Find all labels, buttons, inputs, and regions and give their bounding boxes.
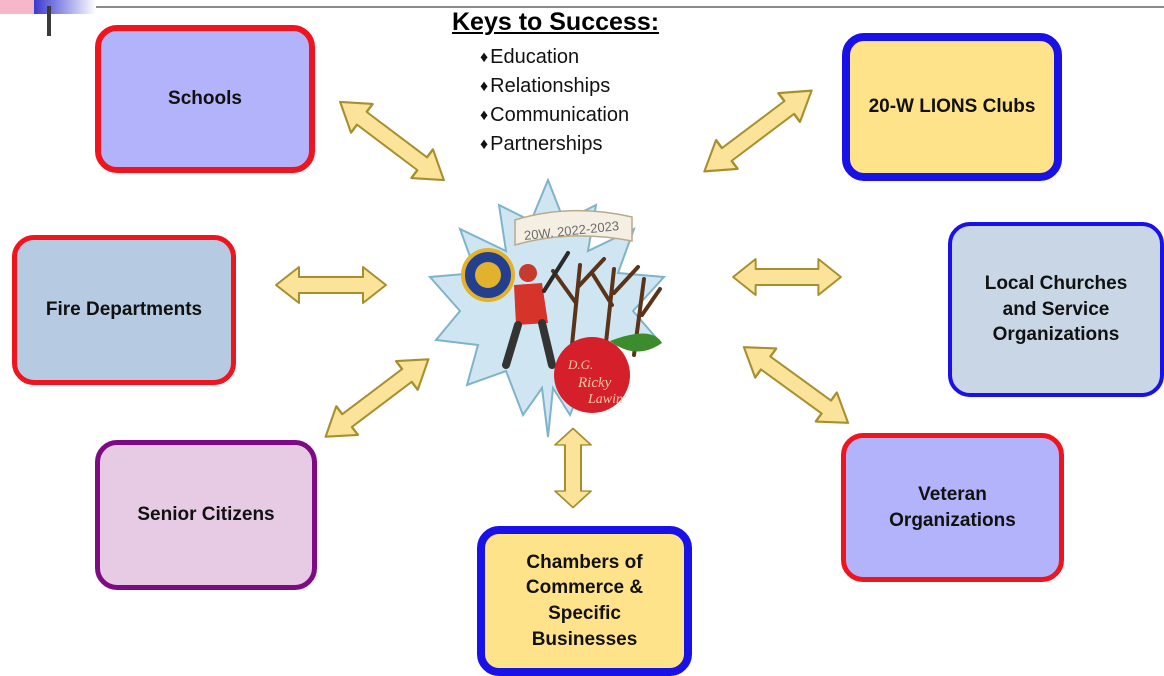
node-senior-citizens: Senior Citizens xyxy=(95,440,317,590)
hockey-player-icon xyxy=(502,251,570,369)
key-item-education: ♦Education xyxy=(452,43,712,72)
key-item-label: Education xyxy=(490,46,580,68)
arrow-churches xyxy=(732,258,842,296)
node-label: Schools xyxy=(168,88,242,110)
node-fire-departments: Fire Departments xyxy=(12,235,236,385)
diamond-bullet-icon: ♦ xyxy=(480,49,489,66)
node-label-line: Chambers of xyxy=(526,551,643,573)
arrow-fire xyxy=(275,266,387,304)
corner-decoration-bar xyxy=(47,6,51,36)
node-label: Senior Citizens xyxy=(137,504,275,526)
apple-signature-line: Ricky xyxy=(577,375,612,391)
node-label-line: Commerce & xyxy=(525,577,644,599)
emblem-banner xyxy=(514,209,633,246)
node-veteran-organizations: Veteran Organizations xyxy=(841,433,1064,582)
node-20w-lions-clubs: 20-W LIONS Clubs xyxy=(842,33,1062,181)
node-label-line: Specific xyxy=(548,603,621,624)
keys-list: ♦Education ♦Relationships ♦Communication… xyxy=(452,43,712,159)
diamond-bullet-icon: ♦ xyxy=(480,78,489,95)
node-schools: Schools xyxy=(95,25,315,173)
key-item-communication: ♦Communication xyxy=(452,101,712,130)
node-label-line: and Service xyxy=(1002,298,1110,320)
node-chambers-of-commerce: Chambers of Commerce & Specific Business… xyxy=(477,526,692,676)
key-item-label: Relationships xyxy=(490,75,611,97)
key-item-label: Partnerships xyxy=(490,133,603,155)
arrow-lions xyxy=(692,75,824,187)
title-rule xyxy=(0,6,1164,8)
apple-signature-line: Lawin xyxy=(587,392,623,407)
diamond-bullet-icon: ♦ xyxy=(480,107,489,124)
node-label: Fire Departments xyxy=(45,299,203,321)
apple-signature-line: D.G. xyxy=(567,357,593,372)
red-apple-icon: D.G. Ricky Lawin xyxy=(554,333,662,413)
arrow-veteran xyxy=(732,331,860,439)
node-label: 20-W LIONS Clubs xyxy=(868,96,1036,118)
lions-logo-center xyxy=(475,262,501,288)
keys-to-success: Keys to Success: ♦Education ♦Relationshi… xyxy=(452,8,712,159)
key-item-label: Communication xyxy=(490,104,630,126)
corner-decoration-pink xyxy=(0,0,34,14)
node-label-line: Organizations xyxy=(992,324,1120,346)
node-label-line: Veteran xyxy=(918,483,987,505)
key-item-partnerships: ♦Partnerships xyxy=(452,130,712,159)
district-emblem-pin: 20W. 2022-2023 D.G. Ricky Lawin xyxy=(427,177,667,438)
node-label-line: Local Churches xyxy=(984,273,1128,295)
diamond-bullet-icon: ♦ xyxy=(480,136,489,153)
node-label-line: Organizations xyxy=(889,509,1016,531)
node-label-line: Businesses xyxy=(531,628,638,650)
node-local-churches: Local Churches and Service Organizations xyxy=(948,222,1164,397)
bare-trees-icon xyxy=(551,257,662,367)
keys-title: Keys to Success: xyxy=(452,8,660,36)
arrow-chambers xyxy=(554,427,592,509)
key-item-relationships: ♦Relationships xyxy=(452,72,712,101)
